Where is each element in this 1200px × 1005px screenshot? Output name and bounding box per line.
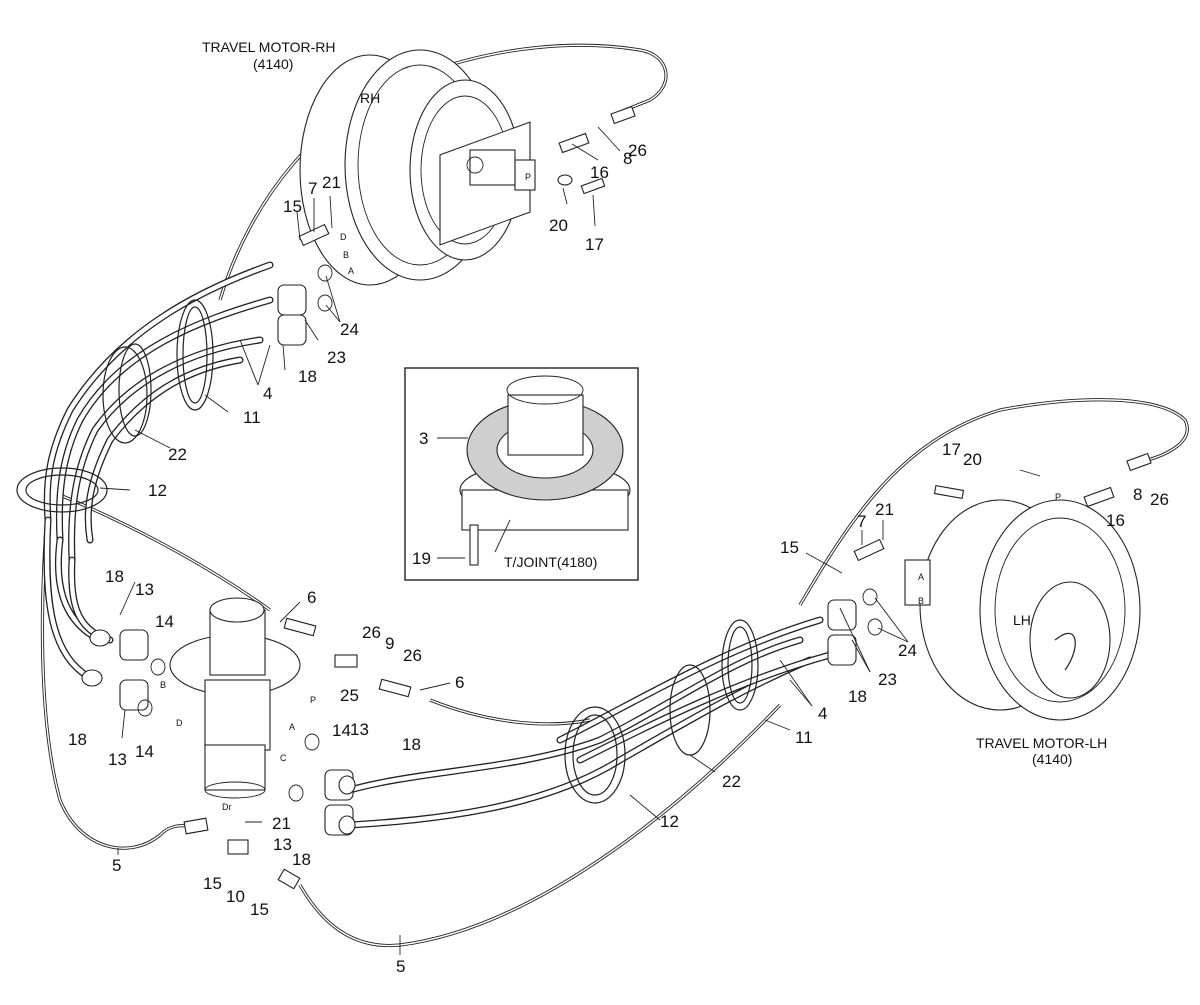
flange-fittings <box>81 105 1152 890</box>
callout-7: 7 <box>308 179 317 198</box>
rh-motor-title: TRAVEL MOTOR-RH <box>202 39 336 55</box>
port-label: D <box>340 232 347 242</box>
callout-18: 18 <box>292 850 311 869</box>
port-label: B <box>918 596 924 606</box>
callout-24: 24 <box>898 641 917 660</box>
callout-18: 18 <box>402 735 421 754</box>
port-label: Dr <box>222 802 232 812</box>
callout-16: 16 <box>590 163 609 182</box>
port-label: A <box>348 266 354 276</box>
text-labels: TRAVEL MOTOR-RH (4140) RH TRAVEL MOTOR-L… <box>68 39 1169 976</box>
callout-13: 13 <box>350 720 369 739</box>
callout-13: 13 <box>135 580 154 599</box>
callout-17: 17 <box>942 440 961 459</box>
port-label: A <box>918 572 924 582</box>
callout-11: 11 <box>243 408 261 427</box>
rh-motor-code: (4140) <box>253 56 293 72</box>
pipe-loops <box>40 43 1189 948</box>
callout-21: 21 <box>322 173 341 192</box>
travel-motor-lh <box>904 499 1141 721</box>
port-label: D <box>176 718 183 728</box>
callout-23: 23 <box>878 670 897 689</box>
leader-lines <box>99 126 1041 955</box>
callout-8: 8 <box>1133 485 1142 504</box>
callout-19: 19 <box>412 549 431 568</box>
callout-20: 20 <box>549 216 568 235</box>
callout-26: 26 <box>628 141 647 160</box>
callout-18: 18 <box>298 367 317 386</box>
callout-25: 25 <box>340 686 359 705</box>
port-label: P <box>525 172 531 182</box>
callout-15: 15 <box>250 900 269 919</box>
callout-14: 14 <box>332 721 351 740</box>
callout-23: 23 <box>327 348 346 367</box>
callout-4: 4 <box>263 384 272 403</box>
callout-12: 12 <box>148 481 167 500</box>
callout-18: 18 <box>68 730 87 749</box>
callout-13: 13 <box>273 835 292 854</box>
port-label: P <box>1055 492 1061 502</box>
lh-mark: LH <box>1013 612 1031 628</box>
port-label: B <box>343 250 349 260</box>
callout-22: 22 <box>168 445 187 464</box>
callout-21: 21 <box>272 814 291 833</box>
callout-15: 15 <box>283 197 302 216</box>
rh-mark: RH <box>360 90 380 106</box>
callout-4: 4 <box>818 704 827 723</box>
callout-26: 26 <box>403 646 422 665</box>
callout-12: 12 <box>660 812 679 831</box>
callout-6: 6 <box>455 673 464 692</box>
callout-18: 18 <box>848 687 867 706</box>
center-joint <box>169 597 301 799</box>
port-label: A <box>289 722 295 732</box>
callout-15: 15 <box>780 538 799 557</box>
t-joint-title: T/JOINT(4180) <box>504 554 597 570</box>
callout-22: 22 <box>722 772 741 791</box>
callout-14: 14 <box>155 612 174 631</box>
callout-26: 26 <box>1150 490 1169 509</box>
port-label: P <box>310 695 316 705</box>
callout-8: 8 <box>623 149 632 168</box>
callout-13: 13 <box>108 750 127 769</box>
port-label: C <box>280 753 287 763</box>
callout-26: 26 <box>362 623 381 642</box>
port-label: B <box>160 680 166 690</box>
callout-24: 24 <box>340 320 359 339</box>
callout-20: 20 <box>963 450 982 469</box>
callout-7: 7 <box>857 512 866 531</box>
right-hose-bundle <box>346 616 834 829</box>
callout-6: 6 <box>307 588 316 607</box>
lh-motor-code: (4140) <box>1032 751 1072 767</box>
callout-3: 3 <box>419 429 428 448</box>
callout-9: 9 <box>385 634 394 653</box>
callout-5: 5 <box>112 856 121 875</box>
lh-motor-title: TRAVEL MOTOR-LH <box>976 735 1107 751</box>
callout-10: 10 <box>226 887 245 906</box>
callout-5: 5 <box>396 957 405 976</box>
travel-motor-rh <box>299 49 536 286</box>
callout-17: 17 <box>585 235 604 254</box>
callout-18: 18 <box>105 567 124 586</box>
callout-16: 16 <box>1106 511 1125 530</box>
callout-21: 21 <box>875 500 894 519</box>
callout-15: 15 <box>203 874 222 893</box>
callout-11: 11 <box>795 728 813 747</box>
t-joint-inset <box>404 367 639 581</box>
callout-14: 14 <box>135 742 154 761</box>
